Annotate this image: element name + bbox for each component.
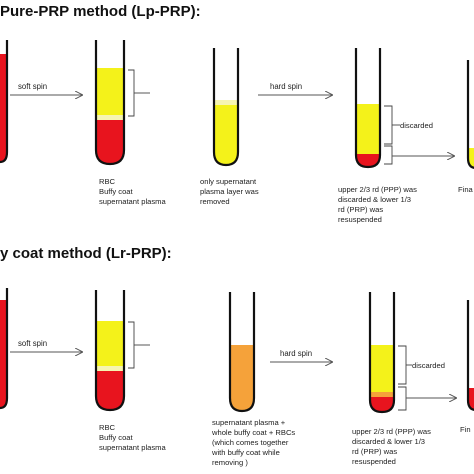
bottom-tube-2-label-plasma: supernatant plasma: [99, 443, 166, 452]
top-tube-3: [212, 48, 240, 167]
bottom-tube-3-label-3: (which comes together: [212, 438, 289, 447]
top-tube-1: [0, 40, 9, 164]
bottom-tube-4-label-2: discarded & lower 1/3: [352, 437, 425, 446]
bottom-hard-spin-label: hard spin: [280, 349, 312, 358]
top-tube-2-label-buffy: Buffy coat: [99, 187, 134, 196]
top-tube-2-label-plasma: supernatant plasma: [99, 197, 166, 206]
bottom-final-tube: [466, 300, 474, 411]
bottom-arrow-soft-spin: soft spin: [10, 339, 82, 352]
bottom-discarded-label: discarded: [412, 361, 445, 370]
top-discarded-bracket: [384, 105, 393, 145]
bottom-tube-4-label-4: resuspended: [352, 457, 396, 466]
bottom-tube-2-label-rbc: RBC: [99, 423, 116, 432]
top-tube-4-label-1: upper 2/3 rd (PPP) was: [338, 185, 417, 194]
top-tube-2-label-rbc: RBC: [99, 177, 116, 186]
bottom-tube-2: [94, 290, 126, 412]
bottom-tube-3-label-2: whole buffy coat + RBCs: [211, 428, 295, 437]
top-tube-4-label-3: rd (PRP) was: [338, 205, 383, 214]
top-arrow-hard-spin: hard spin: [258, 82, 332, 95]
bottom-arrow-hard-spin: hard spin: [270, 349, 332, 362]
top-tube-3-label-3: removed: [200, 197, 230, 206]
top-hard-spin-label: hard spin: [270, 82, 302, 91]
top-arrow-soft-spin: soft spin: [10, 82, 82, 95]
bottom-tube-2-label-buffy: Buffy coat: [99, 433, 134, 442]
top-final-tube: [466, 60, 474, 169]
top-final-label: Fina: [458, 185, 474, 194]
top-tube-3-label-1: only supernatant: [200, 177, 257, 186]
top-tube-4-label-4: resuspended: [338, 215, 382, 224]
bottom-tube-3: [228, 292, 256, 413]
top-tube-4: [354, 48, 382, 169]
top-section-title: Pure-PRP method (Lp-PRP):: [0, 3, 201, 20]
bottom-final-label: Fin: [460, 425, 471, 434]
bottom-tube-4: [368, 292, 396, 414]
bottom-tube-3-label-5: removing ): [212, 458, 248, 467]
bottom-section-title: y coat method (Lr-PRP):: [0, 245, 172, 262]
bottom-tube-4-label-3: rd (PRP) was: [352, 447, 397, 456]
top-tube-4-label-2: discarded & lower 1/3: [338, 195, 411, 204]
bottom-discarded-bracket: [398, 345, 407, 385]
top-soft-spin-label: soft spin: [18, 82, 47, 91]
top-tube-2: [94, 40, 126, 166]
top-discarded-label: discarded: [400, 121, 433, 130]
top-tube-2-bracket: [128, 69, 135, 117]
bottom-tube-4-label-1: upper 2/3 rd (PPP) was: [352, 427, 431, 436]
top-tube-3-label-2: plasma layer was: [200, 187, 259, 196]
bottom-soft-spin-label: soft spin: [18, 339, 47, 348]
bottom-tube-3-label-4: with buffy coat while: [211, 448, 280, 457]
bottom-tube-2-bracket: [128, 321, 135, 369]
bottom-tube-3-label-1: supernatant plasma +: [212, 418, 286, 427]
bottom-tube-1: [0, 288, 9, 410]
